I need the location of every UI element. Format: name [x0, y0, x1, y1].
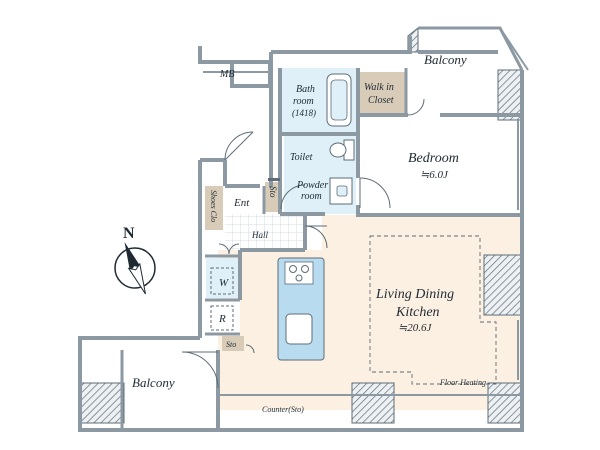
cooktop — [284, 261, 314, 285]
kitchen-sink — [285, 313, 313, 345]
powder-label-1: Powder — [296, 180, 328, 191]
floor-heating-label: Floor Heating — [439, 378, 486, 387]
washer-label: W — [219, 277, 229, 289]
balcony-top-label: Balcony — [424, 52, 467, 67]
walkin-label-2: Closet — [368, 95, 394, 106]
ldk-label-1: Living Dining — [375, 287, 454, 302]
bedroom-area: ≒6.0J — [420, 169, 449, 181]
shoes-closet-floor — [205, 186, 223, 230]
hall-label: Hall — [251, 230, 269, 240]
counter-label: Counter(Sto) — [262, 405, 304, 414]
washer-floor — [206, 258, 240, 298]
bathroom-label-3: (1418) — [292, 108, 316, 118]
sto-closet-floor — [265, 182, 280, 212]
walls — [78, 26, 529, 432]
toilet-fixture — [329, 139, 355, 161]
refrigerator-label: R — [218, 313, 226, 325]
toilet-label: Toilet — [290, 152, 313, 163]
mb-label: MB — [219, 69, 234, 80]
walkin-floor — [360, 72, 406, 115]
bedroom-floor — [360, 115, 522, 215]
walkin-label-1: Walk in — [364, 82, 394, 93]
doors — [181, 98, 425, 389]
bathroom-label-1: Bath — [296, 84, 315, 95]
balcony-bottom-label: Balcony — [132, 375, 175, 390]
ent-label: Ent — [233, 197, 250, 209]
floor-heating-zone — [369, 235, 497, 385]
shoes-closet-label: Shoes Clo — [209, 190, 218, 222]
sto-label: Sto — [268, 186, 278, 198]
ldk-area: ≒20.6J — [398, 322, 432, 334]
bathroom-label-2: room — [293, 96, 314, 107]
bedroom-label: Bedroom — [408, 151, 459, 166]
ldk-label-2: Kitchen — [395, 305, 440, 320]
powder-label-2: room — [301, 191, 322, 202]
north-label: N — [123, 225, 135, 242]
sto-bottom-label: Sto — [226, 340, 236, 349]
entrance-floor — [225, 186, 265, 214]
sto-bottom-floor — [222, 336, 244, 351]
north-compass: N — [114, 225, 156, 295]
